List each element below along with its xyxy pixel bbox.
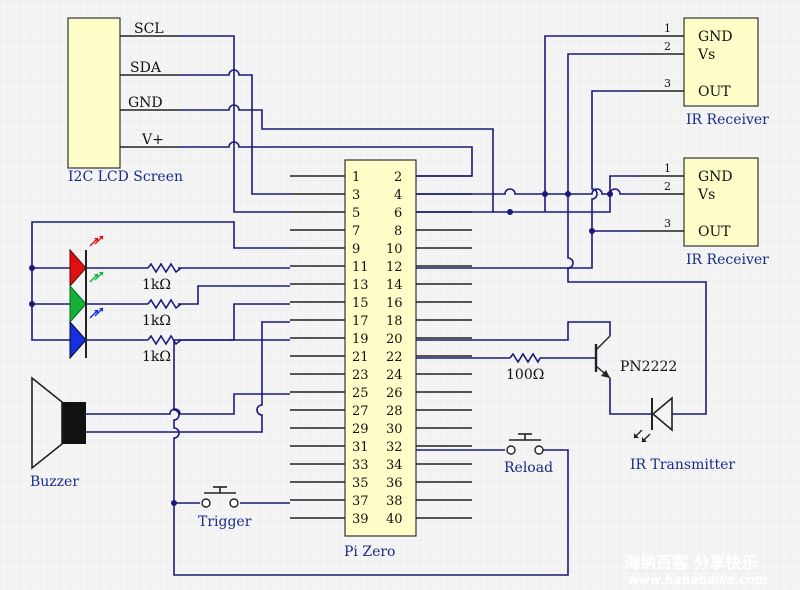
pi-pin-7: 7 xyxy=(352,224,360,239)
ir-bottom-pin-num-1: 1 xyxy=(664,162,671,175)
transistor-label: PN2222 xyxy=(620,359,677,375)
pi-pin-35: 35 xyxy=(352,476,369,491)
resistor-2-label: 1kΩ xyxy=(142,313,171,329)
trigger-button-label: Trigger xyxy=(198,514,252,530)
ir-bottom-title: IR Receiver xyxy=(686,252,769,268)
lcd-title: I2C LCD Screen xyxy=(68,169,183,185)
pi-pin-8: 8 xyxy=(394,224,402,239)
resistor-1-label: 1kΩ xyxy=(142,277,171,293)
buzzer-body xyxy=(62,402,86,444)
pi-pin-22: 22 xyxy=(386,350,403,365)
resistor-2: 1kΩ xyxy=(142,298,182,329)
pi-pin-33: 33 xyxy=(352,458,369,473)
pi-pin-32: 32 xyxy=(386,440,403,455)
ir-receiver-top: 1 2 3 GND Vs OUT IR Receiver xyxy=(640,17,769,128)
pi-pin-13: 13 xyxy=(352,278,369,293)
lcd-pin-sda: SDA xyxy=(130,60,162,76)
pi-pin-29: 29 xyxy=(352,422,369,437)
pi-pin-40: 40 xyxy=(386,512,403,527)
pi-pin-17: 17 xyxy=(352,314,369,329)
pi-pin-3: 3 xyxy=(352,188,360,203)
pi-pin-2: 2 xyxy=(394,170,402,185)
pi-pin-4: 4 xyxy=(394,188,402,203)
ir-receiver-top-box xyxy=(683,17,759,107)
buzzer: Buzzer xyxy=(30,376,86,490)
pi-pin-lines: 1357911131517192123252729313335373924681… xyxy=(290,170,472,527)
ir-bottom-pin-out: OUT xyxy=(698,224,731,240)
pi-pin-30: 30 xyxy=(386,422,403,437)
transistor-pn2222: PN2222 xyxy=(594,335,677,379)
resistor-3: 1kΩ xyxy=(142,334,182,365)
pi-pin-36: 36 xyxy=(386,476,403,491)
ir-top-pin-num-1: 1 xyxy=(664,22,671,35)
pi-pin-39: 39 xyxy=(352,512,369,527)
pi-pin-37: 37 xyxy=(352,494,369,509)
lcd-pin-vplus: V+ xyxy=(141,132,164,148)
ir-bottom-pin-gnd: GND xyxy=(698,169,733,185)
led-blue xyxy=(69,307,104,360)
lcd-module: SCL SDA GND V+ I2C LCD Screen xyxy=(67,17,183,185)
buzzer-label: Buzzer xyxy=(30,474,79,490)
pi-pin-34: 34 xyxy=(386,458,403,473)
pi-pin-19: 19 xyxy=(352,332,369,347)
ir-receiver-bottom: 1 2 3 GND Vs OUT IR Receiver xyxy=(640,157,769,268)
led-red xyxy=(69,235,104,288)
pi-zero-box xyxy=(344,159,417,537)
pi-pin-14: 14 xyxy=(386,278,403,293)
lcd-pin-scl: SCL xyxy=(134,21,164,37)
pi-pin-1: 1 xyxy=(352,170,360,185)
resistor-4-label: 100Ω xyxy=(506,367,544,383)
reload-button: Reload xyxy=(504,433,553,476)
pi-pin-25: 25 xyxy=(352,386,369,401)
pi-pin-18: 18 xyxy=(386,314,403,329)
pi-pin-9: 9 xyxy=(352,242,360,257)
pi-pin-12: 12 xyxy=(386,260,403,275)
ir-top-pin-vs: Vs xyxy=(697,47,715,63)
ir-transmitter-diode: IR Transmitter xyxy=(630,396,735,473)
watermark-cn: 海纳百客 分享快乐 xyxy=(624,553,758,572)
pi-zero-header: 1357911131517192123252729313335373924681… xyxy=(290,159,472,560)
wires xyxy=(29,35,707,576)
watermark-url: www.hanabaike.com xyxy=(628,573,767,587)
pi-pin-31: 31 xyxy=(352,440,369,455)
pi-pin-20: 20 xyxy=(386,332,403,347)
resistor-4: 100Ω xyxy=(506,352,544,383)
pi-pin-23: 23 xyxy=(352,368,369,383)
resistor-3-label: 1kΩ xyxy=(142,349,171,365)
ir-top-pin-out: OUT xyxy=(698,84,731,100)
pi-pin-26: 26 xyxy=(386,386,403,401)
pi-pin-10: 10 xyxy=(386,242,403,257)
watermark: 海纳百客 分享快乐 www.hanabaike.com xyxy=(624,553,767,587)
ir-receiver-bottom-box xyxy=(683,157,759,247)
pi-pin-38: 38 xyxy=(386,494,403,509)
resistor-1: 1kΩ xyxy=(142,262,182,293)
ir-top-title: IR Receiver xyxy=(686,112,769,128)
pi-pin-24: 24 xyxy=(386,368,403,383)
pi-pin-5: 5 xyxy=(352,206,360,221)
buzzer-cone xyxy=(31,376,63,470)
pi-pin-16: 16 xyxy=(386,296,403,311)
pi-pin-27: 27 xyxy=(352,404,369,419)
lcd-pin-gnd: GND xyxy=(128,95,163,111)
pi-pin-28: 28 xyxy=(386,404,403,419)
trigger-button: Trigger xyxy=(198,486,252,530)
ir-top-pin-num-3: 3 xyxy=(664,77,671,90)
pi-pin-11: 11 xyxy=(352,260,369,275)
pi-zero-title: Pi Zero xyxy=(344,544,395,560)
pi-pin-21: 21 xyxy=(352,350,369,365)
ir-bottom-pin-vs: Vs xyxy=(697,187,715,203)
lcd-box xyxy=(67,17,121,169)
ir-transmitter-label: IR Transmitter xyxy=(630,457,735,473)
ir-top-pin-num-2: 2 xyxy=(664,40,671,53)
ir-top-pin-gnd: GND xyxy=(698,29,733,45)
pi-pin-6: 6 xyxy=(394,206,402,221)
ir-bottom-pin-num-3: 3 xyxy=(664,217,671,230)
reload-button-label: Reload xyxy=(504,460,553,476)
led-green xyxy=(69,271,104,324)
ir-bottom-pin-num-2: 2 xyxy=(664,180,671,193)
pi-pin-15: 15 xyxy=(352,296,369,311)
